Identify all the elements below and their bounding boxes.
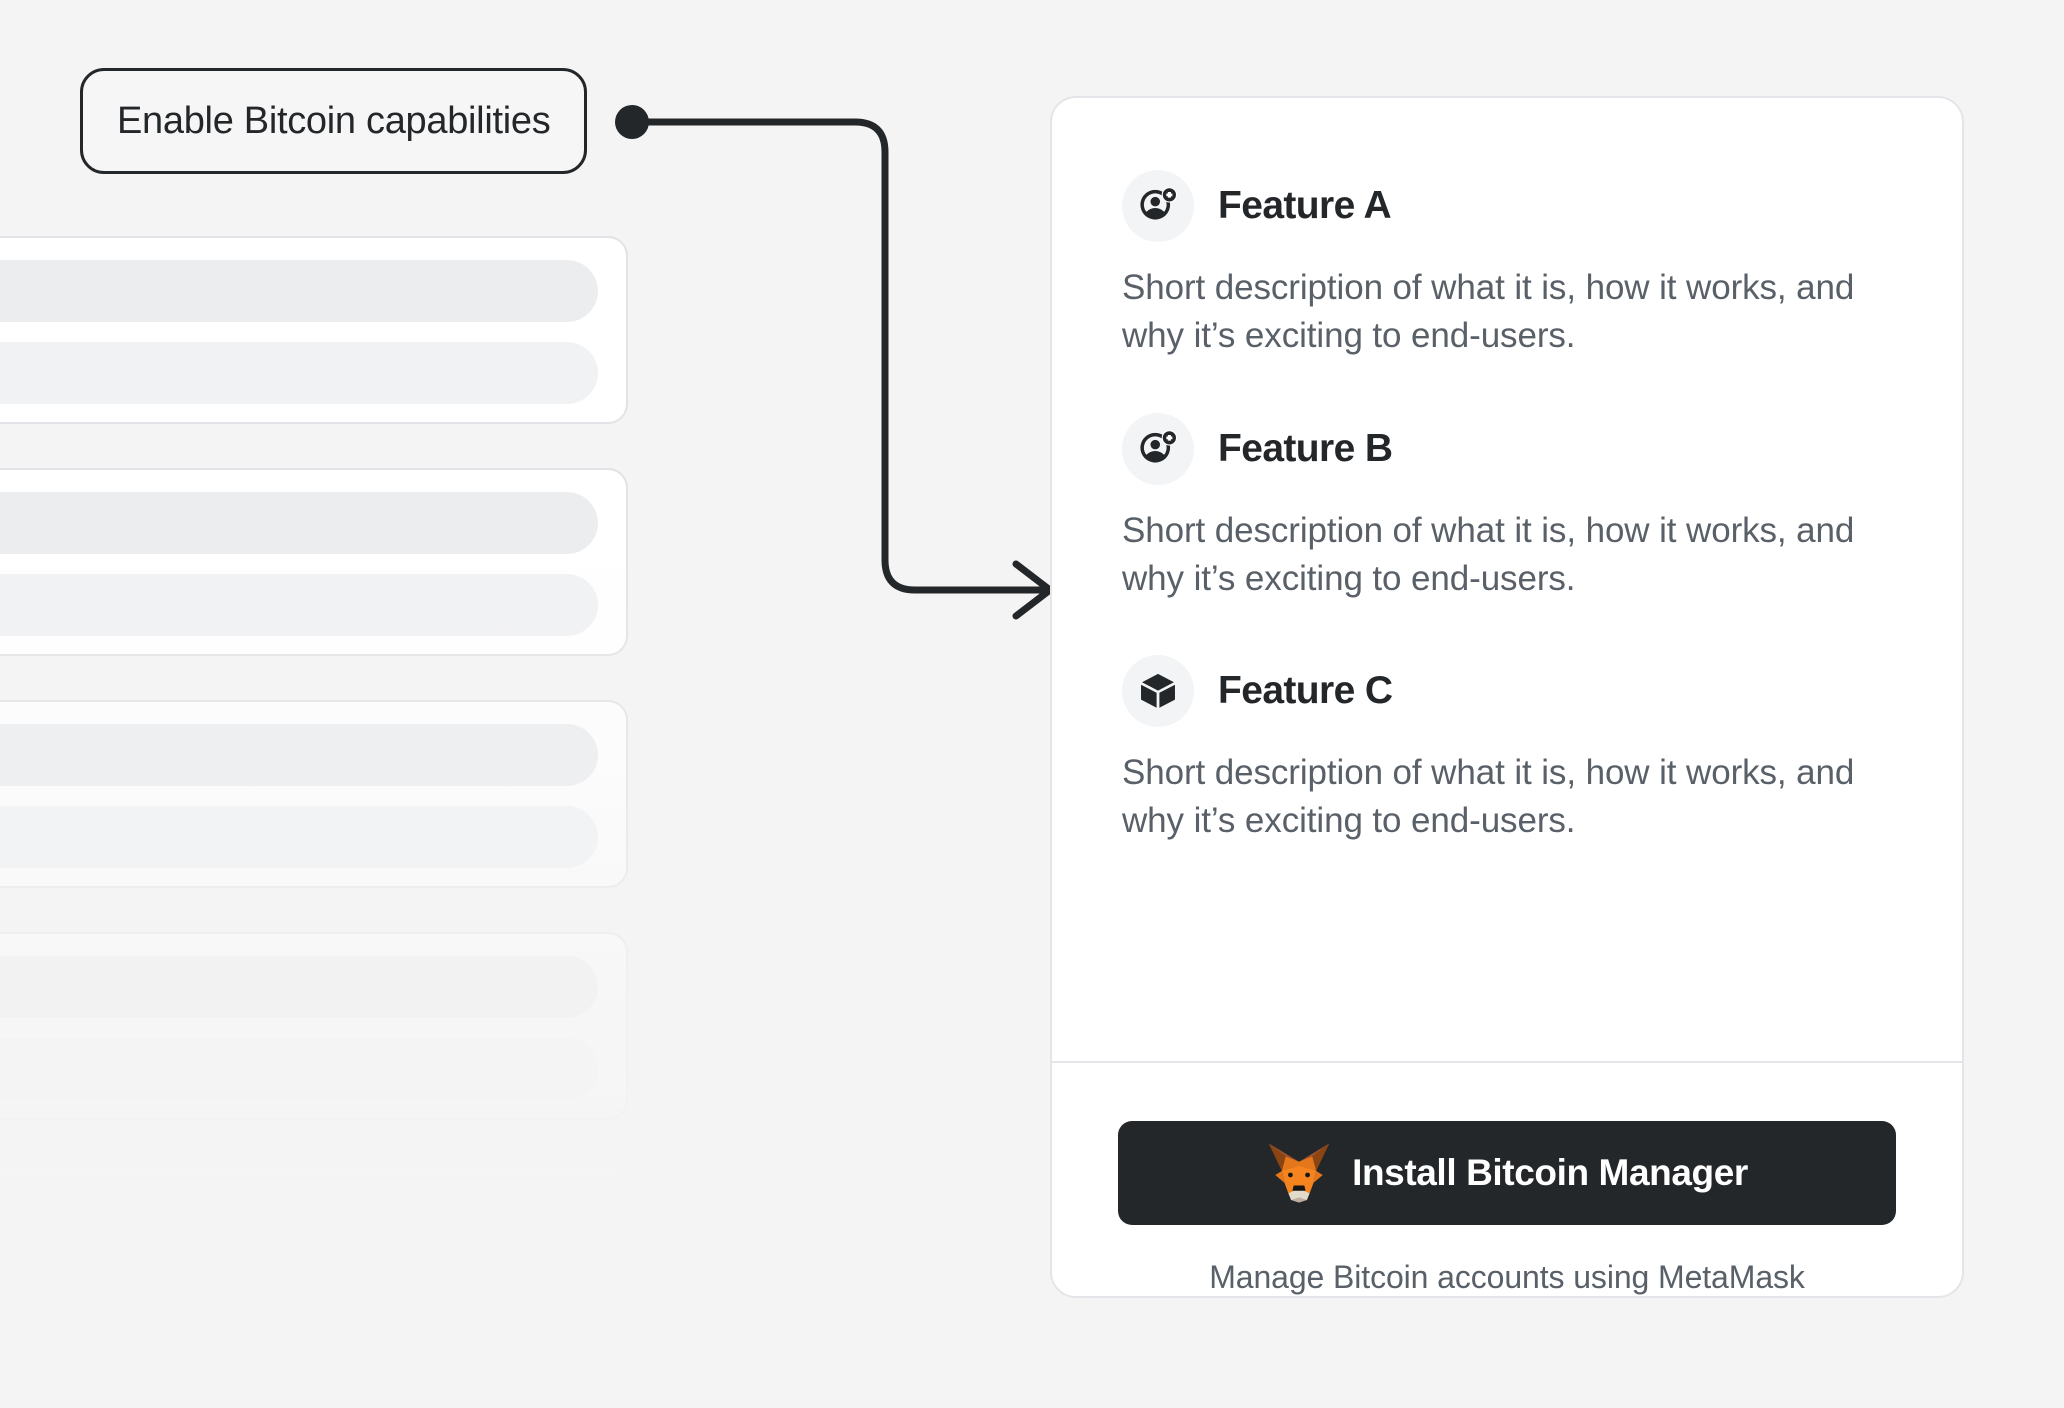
connector-dot-icon xyxy=(615,105,649,139)
skeleton-bar-primary xyxy=(0,492,598,554)
feature-block-b: Feature B Short description of what it i… xyxy=(1122,412,1896,604)
feature-card: Feature A Short description of what it i… xyxy=(1050,96,1964,1298)
feature-description: Short description of what it is, how it … xyxy=(1122,510,1855,598)
feature-title: Feature A xyxy=(1218,184,1392,227)
account-add-icon xyxy=(1122,170,1194,242)
skeleton-bar-secondary xyxy=(0,1270,598,1332)
skeleton-card xyxy=(0,1164,628,1352)
skeleton-bar-secondary xyxy=(0,806,598,868)
skeleton-card xyxy=(0,236,628,424)
feature-title: Feature C xyxy=(1218,669,1393,713)
metamask-fox-icon xyxy=(1268,1143,1330,1203)
cta-section: Install Bitcoin Manager Manage Bitcoin a… xyxy=(1052,1063,1962,1296)
skeleton-bar-primary xyxy=(0,260,598,322)
install-button-label: Install Bitcoin Manager xyxy=(1352,1152,1748,1193)
feature-description: Short description of what it is, how it … xyxy=(1122,268,1855,356)
skeleton-bar-primary xyxy=(0,1188,598,1250)
skeleton-card xyxy=(0,700,628,888)
feature-header-a: Feature A xyxy=(1122,170,1896,242)
callout-label-text: Enable Bitcoin capabilities xyxy=(117,99,551,142)
card-divider xyxy=(1052,1061,1962,1063)
cube-icon xyxy=(1122,655,1194,728)
cta-caption: Manage Bitcoin accounts using MetaMask xyxy=(1209,1259,1805,1295)
feature-header-b: Feature B xyxy=(1122,412,1896,485)
skeleton-card xyxy=(0,932,628,1120)
skeleton-bar-secondary xyxy=(0,1038,598,1100)
skeleton-bar-secondary xyxy=(0,574,598,636)
account-add-icon xyxy=(1122,412,1194,485)
feature-header-c: Feature C xyxy=(1122,655,1896,728)
skeleton-bar-primary xyxy=(0,724,598,786)
install-bitcoin-manager-button[interactable]: Install Bitcoin Manager xyxy=(1118,1121,1896,1225)
callout-label: Enable Bitcoin capabilities xyxy=(80,68,588,174)
feature-block-c: Feature C Short description of what it i… xyxy=(1122,655,1896,846)
skeleton-bar-secondary xyxy=(0,342,598,404)
feature-block-a: Feature A Short description of what it i… xyxy=(1122,170,1896,361)
feature-title: Feature B xyxy=(1218,426,1393,470)
skeleton-bar-primary xyxy=(0,956,598,1018)
feature-description: Short description of what it is, how it … xyxy=(1122,753,1855,841)
skeleton-card xyxy=(0,468,628,656)
skeleton-placeholder-list xyxy=(0,236,628,1408)
features-section: Feature A Short description of what it i… xyxy=(1052,98,1962,1061)
